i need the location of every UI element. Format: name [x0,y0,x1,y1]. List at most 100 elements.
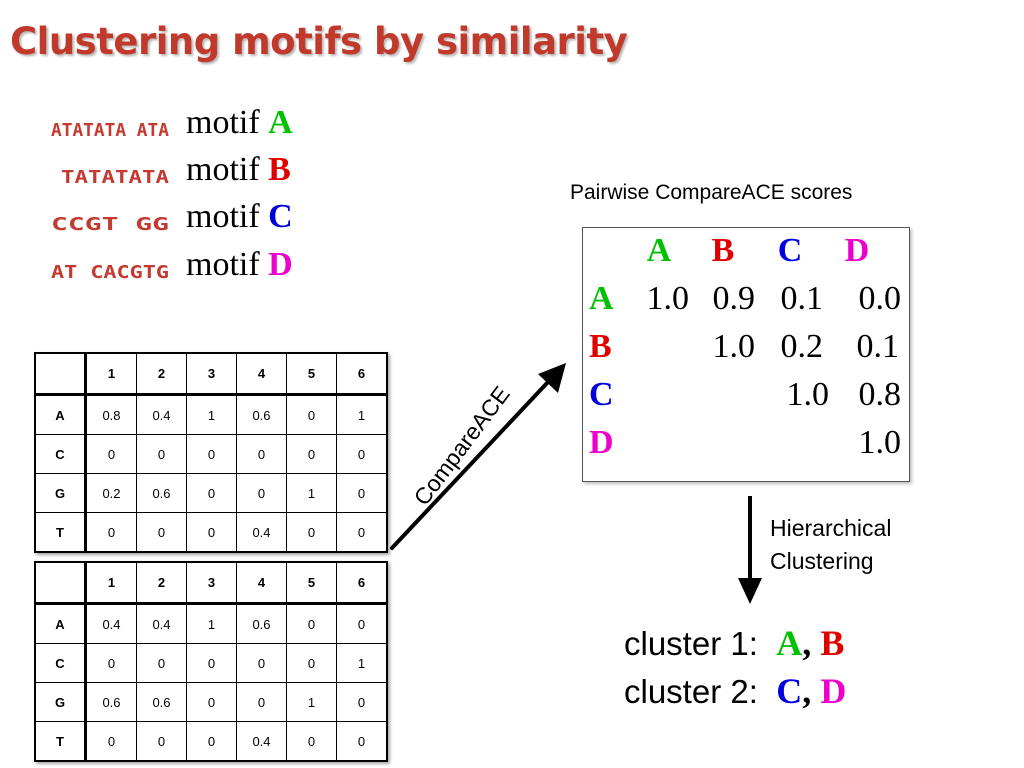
pwm-row-header: T [34,721,87,762]
cluster-comma: , [802,671,812,711]
motif-logo-b-text: TATATATA [61,167,169,185]
cluster-1-line: cluster 1: A, B [624,622,844,664]
pwm-cell: 0 [85,643,137,683]
compareace-arrow-shaft [390,380,550,550]
pwm-row-header: A [34,603,87,644]
motif-label-b: motif B [186,151,291,189]
pwm-cell: 0 [136,512,187,553]
pwm-cell: 0.6 [236,394,287,435]
pwm-cell: 0 [286,603,337,644]
motif-logo-c: CCGT_GG [0,210,170,232]
pwm-corner-cell [34,352,87,396]
matrix-cell: 1.0 [858,424,902,461]
matrix-col-header-d: D [844,232,870,269]
motif-label-a: motif A [186,104,293,142]
cluster-1-label: cluster 1: [624,625,758,662]
pwm-row-header: G [34,682,87,722]
pwm-cell: 0 [85,512,137,553]
pwm-cell: 1 [186,394,237,435]
matrix-col-header-b: B [711,232,735,269]
pwm-corner-cell [34,561,87,605]
motif-logo-d-text: AT_CACGTG [51,262,169,280]
pwm-row-header: C [34,434,87,474]
pwm-cell: 0 [336,473,388,513]
motif-label-c: motif C [186,198,293,236]
motif-label-d: motif D [186,246,293,284]
cluster-2-label: cluster 2: [624,673,758,710]
pwm-row-a: A 0.4 0.4 1 0.6 0 0 [34,603,388,644]
pwm-row-header: T [34,512,87,553]
pwm-cell: 0 [186,512,237,553]
pwm-cell: 0 [136,721,187,762]
pwm-row-t: T 0 0 0 0.4 0 0 [34,721,388,762]
matrix-cell: 0.2 [780,328,824,365]
pwm-column-header: 2 [136,352,187,396]
pwm-table-2: 1 2 3 4 5 6 A 0.4 0.4 1 0.6 0 0 C 0 0 0 … [34,561,388,762]
matrix-cell: 0.1 [856,328,900,365]
cluster-2-line: cluster 2: C, D [624,670,846,712]
slide-title: Clustering motifs by similarity [10,20,628,63]
pwm-column-header: 1 [85,352,137,396]
motif-letter-d: D [268,246,293,283]
pwm-cell: 0 [336,512,388,553]
matrix-row-header-a: A [589,280,614,317]
pwm-column-header: 3 [186,561,237,605]
pwm-cell: 0 [236,682,287,722]
pwm-column-header: 4 [236,352,287,396]
pwm-column-header: 2 [136,561,187,605]
pwm-cell: 1 [336,643,388,683]
motif-word: motif [186,151,260,188]
motif-word: motif [186,104,260,141]
pwm-cell: 0.6 [136,682,187,722]
pwm-row-header: A [34,394,87,435]
cluster-1-member-a: A [776,623,803,663]
cluster-2-member-c: C [776,671,803,711]
matrix-row-header-b: B [589,328,612,365]
pwm-cell: 1 [286,682,337,722]
pwm-cell: 0 [136,434,187,474]
pwm-cell: 1 [286,473,337,513]
pwm-row-g: G 0.6 0.6 0 0 1 0 [34,682,388,722]
pwm-row-header: C [34,643,87,683]
pwm-column-header: 6 [336,352,388,396]
pwm-column-header: 4 [236,561,287,605]
pwm-cell: 0 [85,434,137,474]
pwm-cell: 0 [336,682,388,722]
pwm-cell: 0 [186,643,237,683]
pwm-cell: 0.6 [136,473,187,513]
down-arrow-head [738,578,762,604]
pwm-cell: 0.6 [85,682,137,722]
motif-logo-b: TATATATA [0,163,170,185]
pwm-cell: 0 [236,643,287,683]
pwm-cell: 0 [236,473,287,513]
pwm-cell: 0 [286,394,337,435]
pwm-header-row: 1 2 3 4 5 6 [34,352,388,396]
pwm-row-a: A 0.8 0.4 1 0.6 0 1 [34,394,388,435]
motif-logo-d: AT_CACGTG [0,258,170,280]
pwm-cell: 0.4 [136,394,187,435]
motif-logo-c-text: CCGT_GG [51,214,169,232]
matrix-cell: 1.0 [646,280,690,317]
pwm-column-header: 5 [286,561,337,605]
pwm-cell: 0.4 [85,603,137,644]
pwm-cell: 0 [85,721,137,762]
matrix-cell: 1.0 [712,328,756,365]
pwm-cell: 0 [186,434,237,474]
cluster-1-member-b: B [820,623,845,663]
matrix-row-header-d: D [589,424,614,461]
cluster-comma: , [802,623,812,663]
pwm-cell: 0 [236,434,287,474]
pwm-cell: 0 [286,643,337,683]
pwm-cell: 0.2 [85,473,137,513]
pwm-cell: 0 [186,473,237,513]
matrix-cell: 1.0 [786,376,830,413]
motif-logo-a-text: ATATATA_ATA [51,120,169,138]
pwm-cell: 1 [186,603,237,644]
motif-word: motif [186,246,260,283]
matrix-cell: 0.8 [858,376,902,413]
motif-letter-c: C [268,198,293,235]
matrix-cell: 0.0 [858,280,902,317]
pwm-cell: 0 [286,512,337,553]
matrix-col-header-c: C [777,232,803,269]
motif-word: motif [186,198,260,235]
